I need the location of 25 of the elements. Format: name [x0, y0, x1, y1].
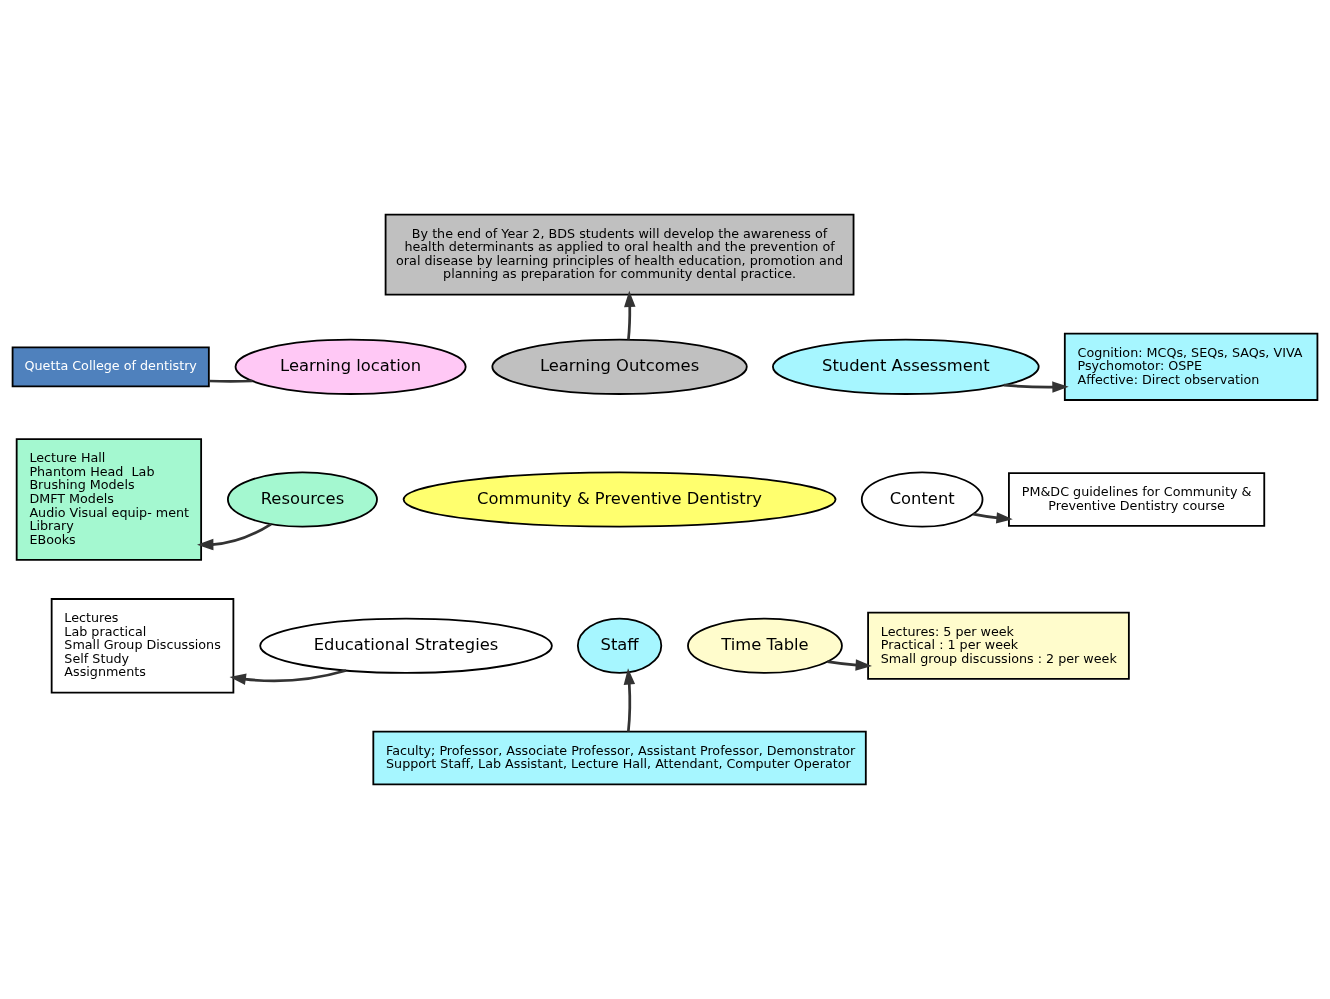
arrow	[229, 669, 347, 685]
node-ellipse: Resources	[227, 471, 378, 528]
arrow	[1003, 381, 1069, 393]
arrow	[197, 522, 272, 551]
node-ellipse: Time Table	[687, 617, 843, 674]
node-ellipse: Content	[860, 471, 984, 528]
node-ellipse: Learning location	[234, 338, 467, 395]
node-box: By the end of Year 2, BDS students will develop the awareness of health determinants as applied to oral health and the prevention of oral disease by learning principles of health education, promotion and planning as preparation for community dental practice.	[384, 213, 855, 296]
node-box: Cognition: MCQs, SEQs, SAQs, VIVA Psychomotor: OSPE Affective: Direct observation	[1063, 332, 1319, 401]
node-ellipse: Educational Strategies	[259, 617, 553, 674]
node-ellipse: Learning Outcomes	[491, 338, 748, 395]
node-box: Lectures: 5 per week Practical : 1 per week Small group discussions : 2 per week	[867, 611, 1130, 680]
node-box: Lectures Lab practical Small Group Discussions Self Study Assignments	[50, 598, 235, 694]
node-box: Lecture Hall Phantom Head Lab Brushing Models DMFT Models Audio Visual equip- ment Library EBooks	[15, 438, 203, 561]
node-box: Quetta College of dentistry	[11, 346, 210, 388]
arrow	[827, 659, 872, 671]
node-box: Faculty; Professor, Associate Professor, Assistant Professor, Demonstrator Support Staff, Lab Assistant, Lecture Hall, Attendant, Computer Operator	[372, 730, 867, 786]
arrow	[624, 290, 636, 340]
arrow	[973, 512, 1013, 524]
node-box: PM&DC guidelines for Community & Preventive Dentistry course	[1008, 472, 1266, 527]
node-ellipse: Student Assessment	[772, 338, 1040, 395]
node-ellipse: Staff	[576, 617, 663, 674]
arrow	[623, 668, 636, 732]
node-ellipse: Community & Preventive Dentistry	[402, 471, 837, 528]
connector	[208, 379, 253, 383]
